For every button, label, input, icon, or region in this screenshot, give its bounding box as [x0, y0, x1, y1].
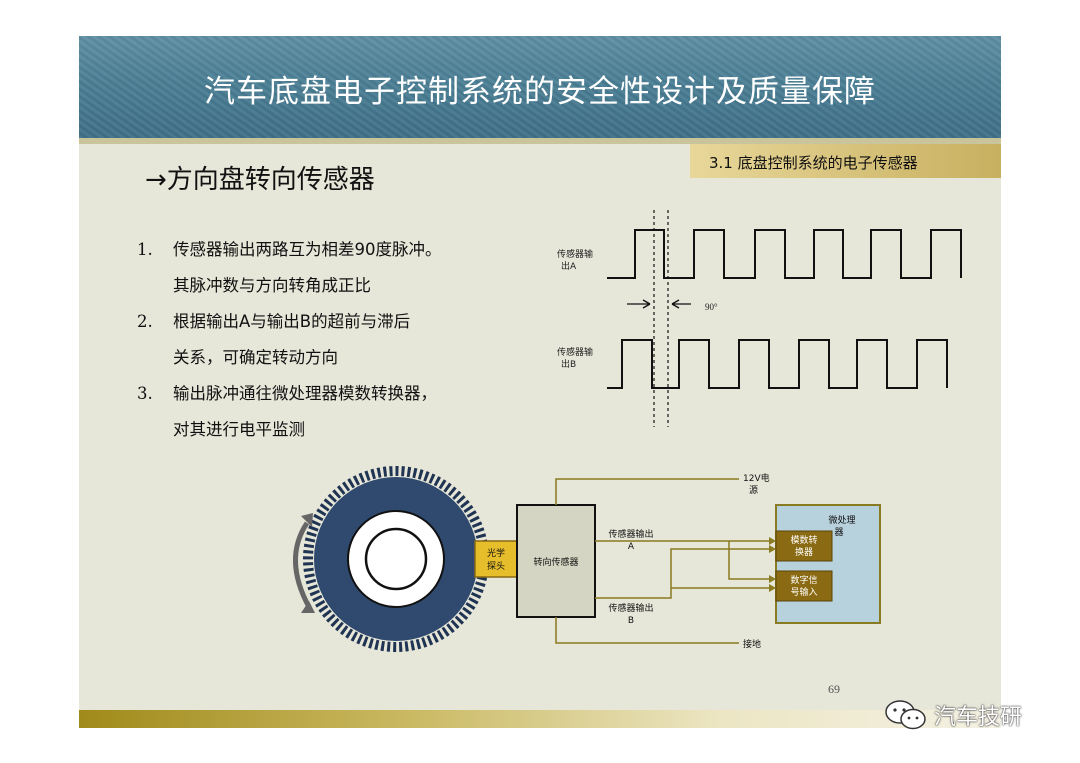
list-line: 其脉冲数与方向转角成正比	[173, 276, 371, 295]
output-b-wire	[595, 548, 769, 599]
waveform-label-b-2: 出B	[561, 358, 576, 370]
list-text: 传感器输出两路互为相差90度脉冲。 其脉冲数与方向转角成正比	[173, 232, 517, 304]
arrow-head-icon	[769, 537, 776, 545]
phase-label: 90°	[705, 302, 718, 312]
digital-input-label: 数字信	[790, 574, 817, 586]
list-line: 传感器输出两路互为相差90度脉冲。	[173, 240, 442, 259]
optical-probe-box	[474, 540, 518, 578]
watermark: 汽车技研	[884, 699, 1022, 731]
list-line: 关系，可确定转动方向	[173, 348, 338, 367]
waveform-label-a: 传感器输	[557, 248, 593, 260]
slide: 汽车底盘电子控制系统的安全性设计及质量保障 3.1 底盘控制系统的电子传感器 →…	[79, 36, 1001, 728]
list-item: 1. 传感器输出两路互为相差90度脉冲。 其脉冲数与方向转角成正比	[137, 232, 517, 304]
steering-sensor-label: 转向传感器	[533, 556, 578, 568]
pulse-waveform-diagram: 传感器输 出A 传感器输 出B 90°	[557, 210, 962, 427]
list-line: 对其进行电平监测	[173, 420, 305, 439]
watermark-text: 汽车技研	[934, 705, 1023, 730]
steering-sensor-box	[516, 504, 596, 618]
optical-probe-label-2: 探头	[487, 560, 505, 572]
section-tag-text: 3.1 底盘控制系统的电子传感器	[709, 154, 918, 172]
arrow-head-icon	[769, 545, 776, 553]
list-text: 输出脉冲通往微处理器模数转换器， 对其进行电平监测	[173, 376, 517, 448]
digital-input-label-2: 号输入	[790, 586, 817, 598]
microprocessor-box	[775, 504, 881, 624]
list-item: 2. 根据输出A与输出B的超前与滞后 关系，可确定转动方向	[137, 304, 517, 376]
ground-label: 接地	[743, 638, 761, 650]
optical-probe-label: 光学	[487, 547, 505, 559]
adc-label: 模数转	[790, 534, 817, 546]
signal-b-trace	[607, 339, 948, 389]
slide-header	[79, 36, 1001, 138]
list-number: 3.	[137, 384, 153, 403]
list-text: 根据输出A与输出B的超前与滞后 关系，可确定转动方向	[173, 304, 517, 376]
arrow-head-icon	[301, 513, 313, 527]
output-b-label: 传感器输出	[608, 602, 653, 614]
arrow-head-icon	[671, 299, 680, 309]
microprocessor-label: 微处理	[828, 514, 855, 526]
footer-bar	[79, 710, 1001, 728]
power-label-2: 源	[749, 485, 758, 496]
section-tag	[690, 144, 1001, 178]
encoder-gear	[303, 466, 489, 652]
microprocessor-label-2: 器	[834, 527, 843, 538]
list-line: 根据输出A与输出B的超前与滞后	[173, 312, 411, 331]
list-number: 2.	[137, 312, 153, 331]
wechat-icon	[885, 700, 926, 730]
power-label: 12V电	[743, 472, 770, 484]
sensor-system-diagram: 光学 探头 转向传感器 12V电 源 传感器输出 A 传感器输出 B 接地	[293, 466, 881, 652]
digital-a-wire	[728, 541, 769, 580]
rotation-arrow-icon	[293, 521, 312, 609]
ground-wire	[555, 617, 739, 644]
arrow-head-icon	[301, 601, 315, 613]
waveform-label-a-2: 出A	[561, 260, 577, 272]
arrow-head-icon	[642, 299, 651, 309]
output-a-label: 传感器输出	[608, 528, 653, 540]
signal-a-trace	[607, 229, 962, 279]
subtitle: →方向盘转向传感器	[145, 165, 375, 195]
list-number: 1.	[137, 240, 153, 259]
list-item: 3. 输出脉冲通往微处理器模数转换器， 对其进行电平监测	[137, 376, 517, 448]
output-b-label-2: B	[628, 616, 634, 626]
digital-input-block	[775, 570, 833, 602]
adc-block	[775, 530, 833, 562]
output-a-label-2: A	[628, 542, 635, 552]
arrow-head-icon	[769, 584, 776, 592]
waveform-label-b: 传感器输	[557, 346, 593, 358]
slide-title: 汽车底盘电子控制系统的安全性设计及质量保障	[204, 74, 876, 110]
power-wire	[555, 478, 739, 505]
list-line: 输出脉冲通往微处理器模数转换器，	[173, 384, 437, 403]
bullet-list: 1. 传感器输出两路互为相差90度脉冲。 其脉冲数与方向转角成正比 2. 根据输…	[137, 232, 517, 448]
page-number: 69	[828, 682, 840, 696]
adc-label-2: 换器	[795, 546, 813, 558]
header-stripe	[79, 138, 1001, 144]
arrow-head-icon	[769, 575, 776, 583]
